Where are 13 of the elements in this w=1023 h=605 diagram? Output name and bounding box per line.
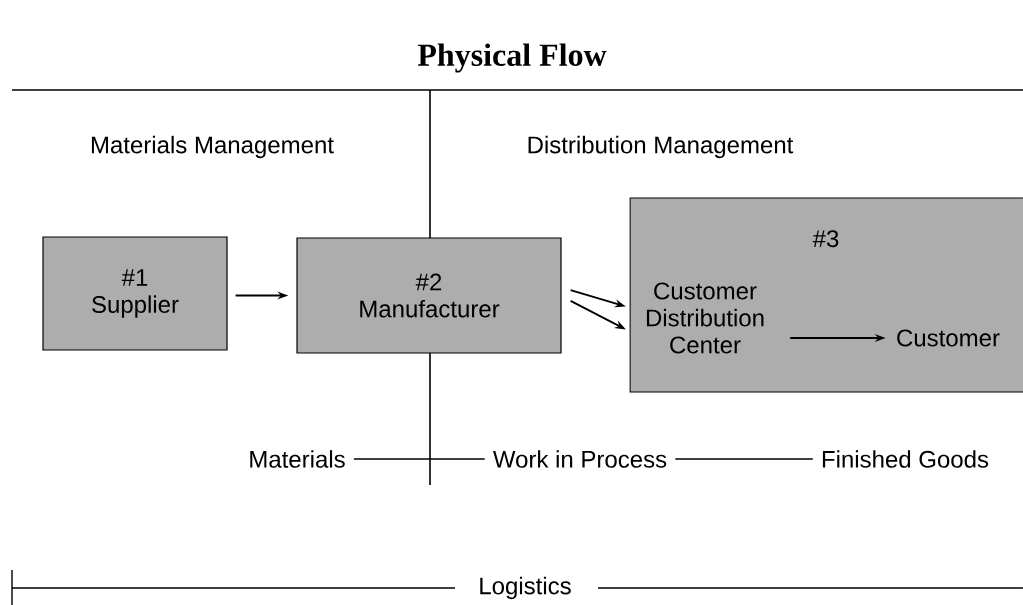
stage-label: Materials: [250, 450, 345, 468]
stage-label: Work in Process: [493, 450, 667, 468]
process-label: Customer: [897, 329, 1000, 347]
process-label: Customer Distribution Center: [646, 282, 764, 354]
process-box: #2 Manufacturer: [296, 237, 562, 354]
connector-line: [674, 458, 814, 460]
title: Physical Flow: [417, 43, 607, 73]
stage-label: Finished Goods: [822, 450, 989, 468]
logistics-label: Logistics: [480, 576, 571, 600]
process-box: #1 Supplier: [42, 236, 228, 351]
connector-line: [353, 458, 486, 460]
section-label: Materials Management: [91, 135, 334, 159]
section-label: Distribution Management: [528, 135, 794, 159]
